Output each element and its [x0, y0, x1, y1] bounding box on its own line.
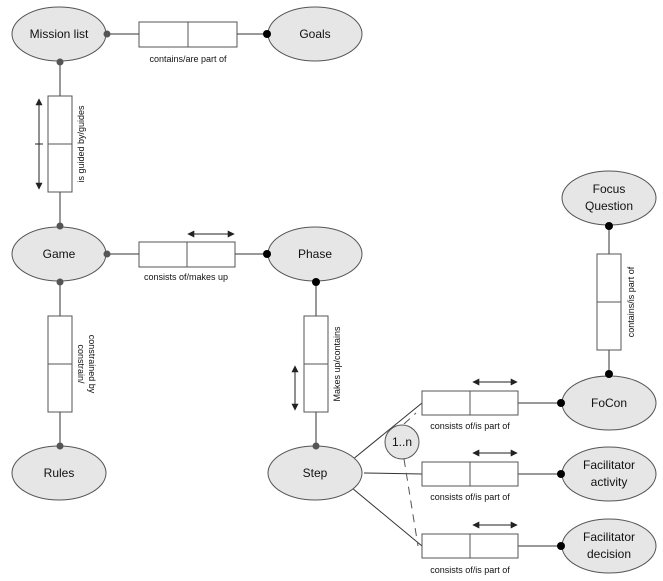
- entity-label-facilitator-decision-2: decision: [587, 547, 631, 561]
- entity-label-facilitator-activity-2: activity: [591, 475, 628, 489]
- relation-label-phase-step: Makes up/contains: [332, 326, 342, 402]
- relation-label-mission-game: is guided by/guides: [76, 105, 86, 183]
- relation-box-step-activity: [421, 461, 519, 487]
- dot: [557, 399, 565, 407]
- relation-box-step-decision: [421, 533, 519, 559]
- multiplicity-dashes: [403, 412, 419, 547]
- entity-label-goals: Goals: [299, 27, 330, 41]
- dot: [557, 542, 565, 550]
- dot: [263, 250, 271, 258]
- dot: [103, 250, 111, 258]
- relation-label-step-focon: consists of/is part of: [430, 421, 510, 431]
- dot: [56, 442, 64, 450]
- dot: [312, 442, 320, 450]
- relation-box-mission-game: [47, 95, 73, 193]
- relation-label-step-decision: consists of/is part of: [430, 565, 510, 575]
- multiplicity-circle: [384, 424, 420, 460]
- relation-box-phase-step: [303, 315, 329, 413]
- relation-box-focon-focus: [596, 253, 622, 351]
- entity-label-focon: FoCon: [591, 396, 627, 410]
- dot: [56, 58, 64, 66]
- relation-box-step-focon: [421, 390, 519, 416]
- entity-facilitator-decision: [561, 518, 657, 574]
- dot: [103, 30, 111, 38]
- multiplicity-label: 1..n: [392, 435, 412, 449]
- relation-label-focon-focus: contains/is part of: [626, 266, 636, 337]
- entity-label-phase: Phase: [298, 247, 332, 261]
- dot: [312, 278, 320, 286]
- relation-label-game-rules-1: constrain/: [76, 344, 86, 384]
- dot: [56, 278, 64, 286]
- relation-label-game-phase: consists of/makes up: [144, 272, 228, 282]
- relation-box-game-rules: [47, 315, 73, 413]
- dot: [605, 370, 613, 378]
- dot: [557, 470, 565, 478]
- entity-label-step: Step: [303, 466, 328, 480]
- relation-label-step-activity: consists of/is part of: [430, 492, 510, 502]
- relation-box-game-phase: [138, 241, 236, 268]
- entity-label-facilitator-activity-1: Facilitator: [583, 458, 635, 472]
- dot: [56, 222, 64, 230]
- relation-box-mission-goals: [138, 21, 238, 48]
- entity-facilitator-activity: [561, 446, 657, 502]
- entity-focus-question: [561, 170, 657, 226]
- entity-label-focus-question-2: Question: [585, 199, 633, 213]
- entity-label-mission-list: Mission list: [30, 27, 89, 41]
- connector-lines: [59, 33, 610, 547]
- entity-label-rules: Rules: [44, 466, 75, 480]
- relation-label-game-rules-2: constrained by: [87, 335, 97, 394]
- relation-label-mission-goals: contains/are part of: [149, 54, 227, 64]
- entity-label-facilitator-decision-1: Facilitator: [583, 530, 635, 544]
- entity-label-game: Game: [43, 247, 76, 261]
- dot: [605, 222, 613, 230]
- entity-label-focus-question-1: Focus: [593, 182, 626, 196]
- dot: [263, 30, 271, 38]
